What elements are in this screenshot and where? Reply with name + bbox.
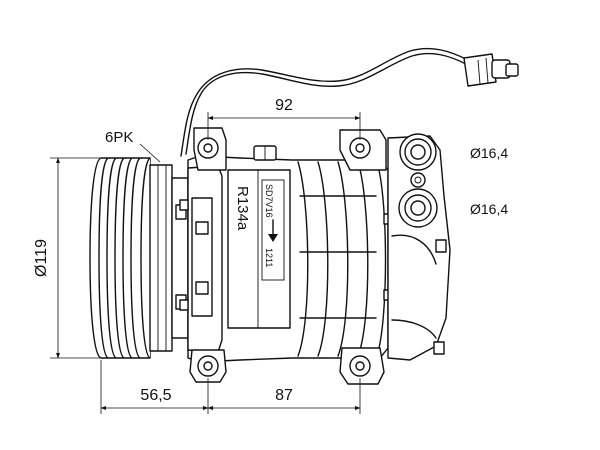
port-top-label: Ø16,4 <box>470 145 508 161</box>
discharge-port <box>398 188 438 228</box>
suction-port <box>399 133 437 171</box>
plate-model: SD7V16 <box>264 184 274 218</box>
port-bottom-label: Ø16,4 <box>470 201 508 217</box>
bottom-dimension-lines <box>100 360 361 414</box>
left-dimension-label: Ø119 <box>33 239 50 277</box>
plate-number: 1211 <box>264 248 274 267</box>
bottom-left-dimension-label: 56,5 <box>140 387 171 404</box>
belt-profile-label: 6PK <box>105 129 133 146</box>
port-valve <box>410 172 426 188</box>
mounting-hole <box>349 137 371 159</box>
belt-leader-line <box>139 143 161 163</box>
left-dimension-line <box>50 157 100 359</box>
mounting-hole <box>197 355 219 377</box>
mounting-hole <box>197 137 219 159</box>
rear-head <box>387 135 451 361</box>
name-plate <box>227 169 291 329</box>
direction-arrow-icon <box>268 219 278 242</box>
mounting-hole <box>349 355 371 377</box>
bottom-right-dimension-label: 87 <box>275 387 293 404</box>
connector-plug <box>463 53 519 87</box>
clutch-pulley <box>89 157 189 359</box>
top-dimension-label: 92 <box>275 97 293 114</box>
electrical-cable <box>180 47 469 157</box>
plate-refrigerant: R134a <box>234 186 251 231</box>
top-dimension-line <box>207 112 361 140</box>
